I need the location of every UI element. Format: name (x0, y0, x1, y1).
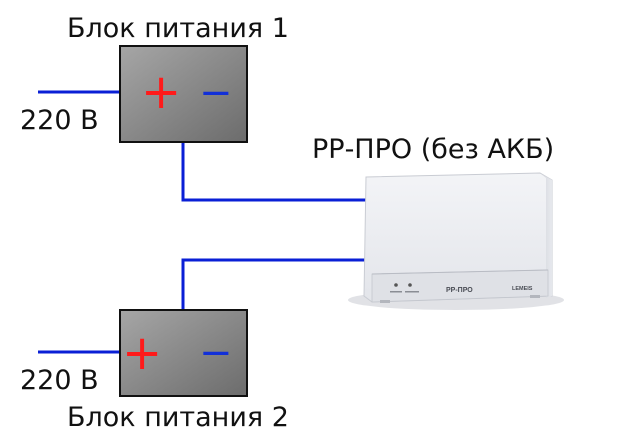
wire-psu2-to-device (181, 258, 370, 312)
psu1-minus-symbol: − (199, 70, 233, 116)
power-supply-1: Блок питания 1 + − 220 В (20, 13, 289, 143)
device-led-2 (408, 283, 412, 287)
psu1-plus-symbol: + (141, 64, 181, 120)
psu2-plus-symbol: + (122, 325, 162, 381)
psu2-minus-symbol: − (199, 330, 233, 376)
psu2-title: Блок питания 2 (67, 402, 289, 433)
device-title: РР-ПРО (без АКБ) (312, 134, 554, 165)
power-supply-2: + − 220 В Блок питания 2 (20, 309, 289, 433)
power-supply-box-icon (119, 309, 248, 397)
reserve-power-unit-icon: РР-ПРО LEMEIS (363, 172, 553, 303)
psu2-mains-label: 220 В (20, 365, 99, 396)
device-brand-logo: LEMEIS (512, 286, 533, 292)
device-led-1 (394, 283, 398, 287)
power-supply-box-icon (119, 45, 248, 143)
device-panel-label: РР-ПРО (446, 287, 473, 294)
psu1-mains-label: 220 В (20, 105, 99, 136)
psu1-title: Блок питания 1 (67, 13, 289, 44)
reserve-power-device: РР-ПРО (без АКБ) РР-ПРО LEMEIS (312, 134, 564, 310)
wires (38, 90, 370, 354)
wire-psu1-to-device (181, 142, 370, 202)
